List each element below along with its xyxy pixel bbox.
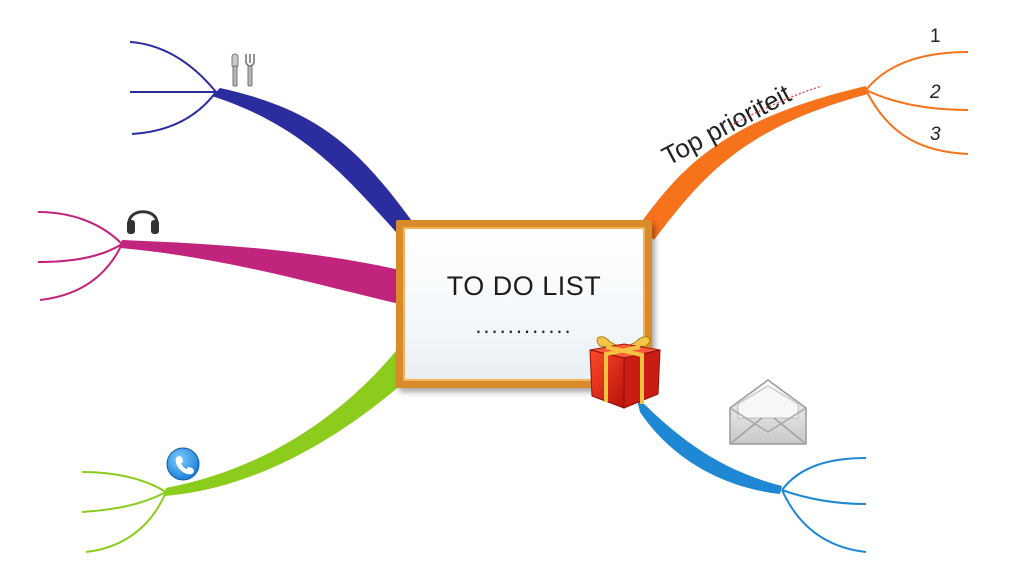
center-node: TO DO LIST ............ bbox=[396, 220, 652, 388]
priority-item-2: 2 bbox=[930, 82, 941, 103]
headphones-icon bbox=[127, 210, 159, 234]
center-title: TO DO LIST bbox=[446, 271, 602, 301]
branch-bottom-right-trunk bbox=[636, 396, 782, 494]
phone-icon bbox=[166, 447, 200, 481]
branch-middle-left-trunk bbox=[120, 240, 400, 304]
envelope-icon bbox=[729, 379, 807, 445]
fork-knife-icon bbox=[231, 53, 255, 87]
branch-middle-left bbox=[37, 211, 400, 304]
priority-item-1: 1 bbox=[930, 26, 941, 47]
branch-top-right-trunk bbox=[640, 86, 868, 240]
branch-bottom-left bbox=[81, 346, 402, 553]
priority-item-3: 3 bbox=[930, 124, 941, 145]
branch-top-right bbox=[640, 51, 969, 240]
gift-icon bbox=[589, 336, 661, 409]
center-placeholder-dots: ............ bbox=[475, 313, 573, 338]
branch-bottom-right bbox=[636, 396, 867, 553]
branch-bottom-left-trunk bbox=[164, 346, 402, 496]
branch-top-left bbox=[129, 41, 414, 232]
branch-top-left-trunk bbox=[212, 88, 414, 232]
